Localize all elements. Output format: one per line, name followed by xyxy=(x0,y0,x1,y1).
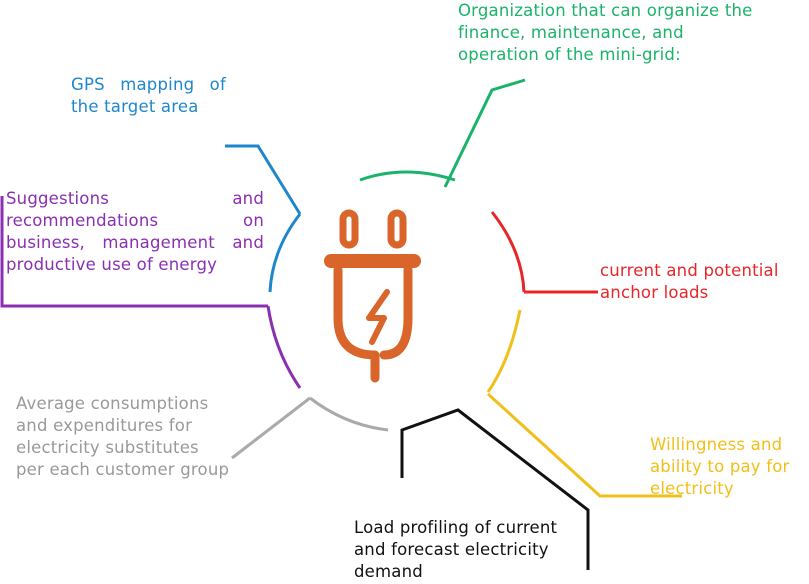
label-suggestions: Suggestions and recommendations on busin… xyxy=(6,189,264,274)
yellow-arc xyxy=(486,309,522,393)
purple-arc xyxy=(266,305,302,389)
blue-connector xyxy=(225,144,302,215)
grey-arc xyxy=(309,396,389,432)
electric-plug-icon xyxy=(324,209,421,383)
red-arc xyxy=(490,211,526,293)
label-load-profiling: Load profiling of current and forecast e… xyxy=(354,518,558,581)
green-arc xyxy=(359,170,456,182)
label-willingness-to-pay: Willingness and ability to pay for elect… xyxy=(650,435,790,498)
purple-connector xyxy=(0,196,268,308)
black-connector xyxy=(400,408,590,570)
label-anchor-loads: current and potential anchor loads xyxy=(600,261,779,302)
green-connector xyxy=(443,78,526,188)
blue-arc xyxy=(268,213,302,293)
label-gps-mapping: GPS mapping of the target area xyxy=(71,75,226,116)
label-organization: Organization that can organize the finan… xyxy=(458,1,753,64)
grey-connector xyxy=(231,396,311,460)
label-average-consumptions: Average consumptions and expenditures fo… xyxy=(16,394,230,479)
yellow-connector xyxy=(486,392,682,498)
